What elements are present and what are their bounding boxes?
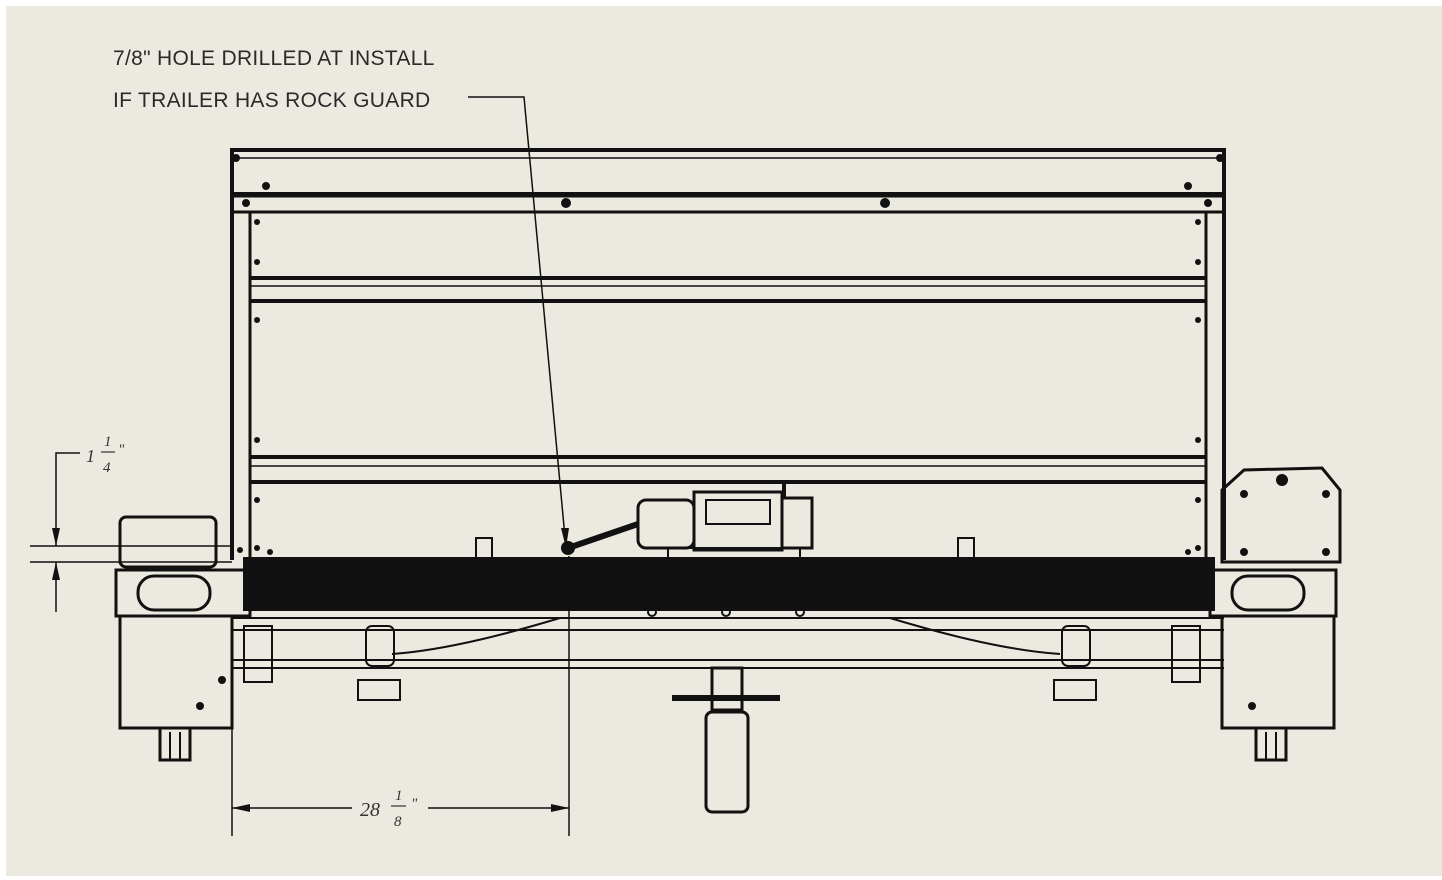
dimension-horizontal-text: 28 1 8 "	[360, 788, 418, 830]
crossmember-clips	[475, 537, 975, 617]
left-tail-light-box	[118, 515, 234, 762]
gate-slats	[250, 276, 1206, 484]
dim-h-unit: "	[411, 796, 418, 812]
dim-h-whole: 28	[360, 799, 380, 821]
leader-line	[468, 96, 569, 549]
dimension-horizontal	[231, 556, 570, 836]
dim-v-unit: "	[118, 442, 125, 458]
note-line-1: 7/8" HOLE DRILLED AT INSTALL	[113, 47, 435, 70]
dim-v-whole: 1	[86, 446, 95, 466]
side-bolts	[237, 219, 1201, 555]
note-line-2: IF TRAILER HAS ROCK GUARD	[113, 89, 431, 112]
dim-h-numerator: 1	[395, 788, 403, 804]
jack-wheel	[672, 666, 780, 814]
dimension-vertical-text: 1 1 4 "	[86, 434, 125, 476]
dim-h-denominator: 8	[394, 814, 402, 830]
gate-frame	[230, 194, 1226, 560]
right-tail-light-box	[1220, 466, 1342, 762]
dim-v-denominator: 4	[103, 460, 111, 476]
rear-crossmember	[114, 557, 1338, 669]
dimension-vertical	[30, 452, 232, 612]
axle-cables	[243, 617, 1201, 701]
winch	[561, 480, 814, 563]
linework	[30, 96, 1342, 836]
top-rail	[230, 148, 1226, 196]
dim-v-numerator: 1	[104, 434, 112, 450]
